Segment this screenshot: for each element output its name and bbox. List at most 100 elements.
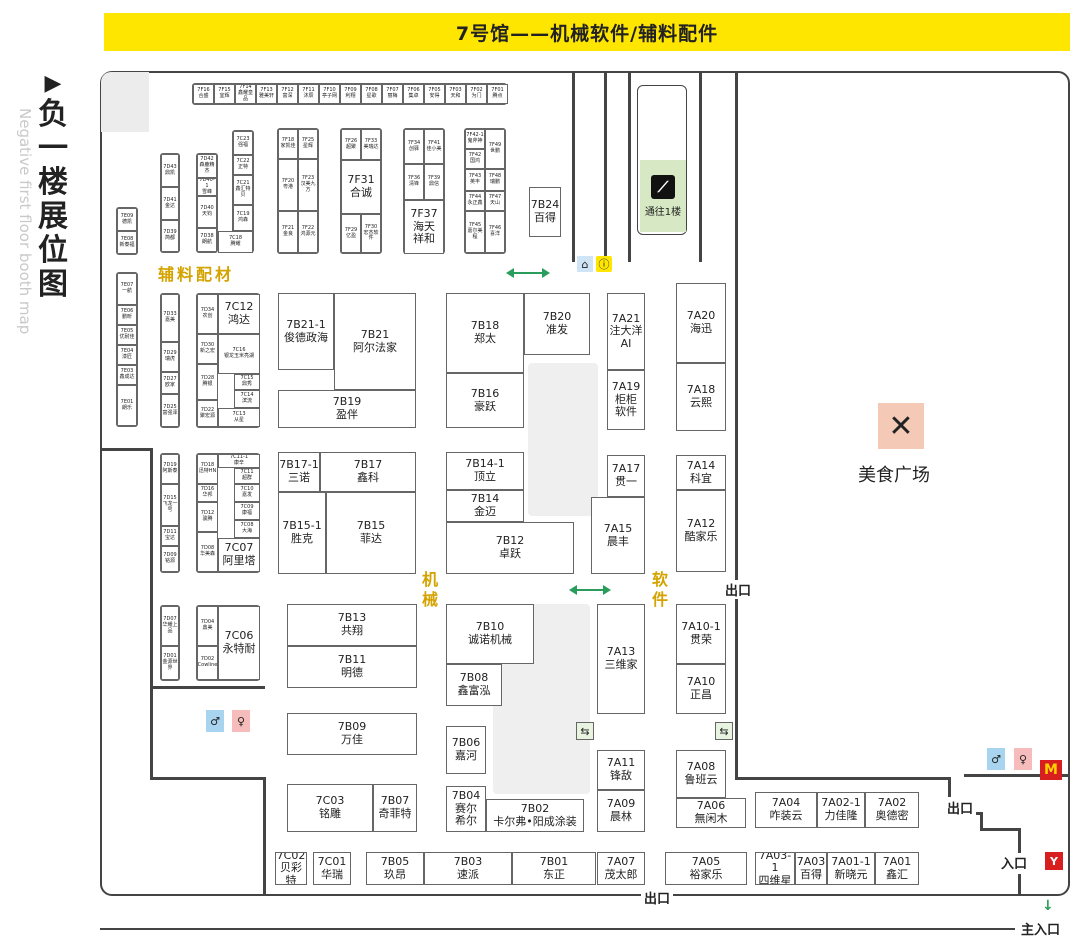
escalator-area[interactable]: ⟋ 通往1楼 <box>640 160 686 232</box>
